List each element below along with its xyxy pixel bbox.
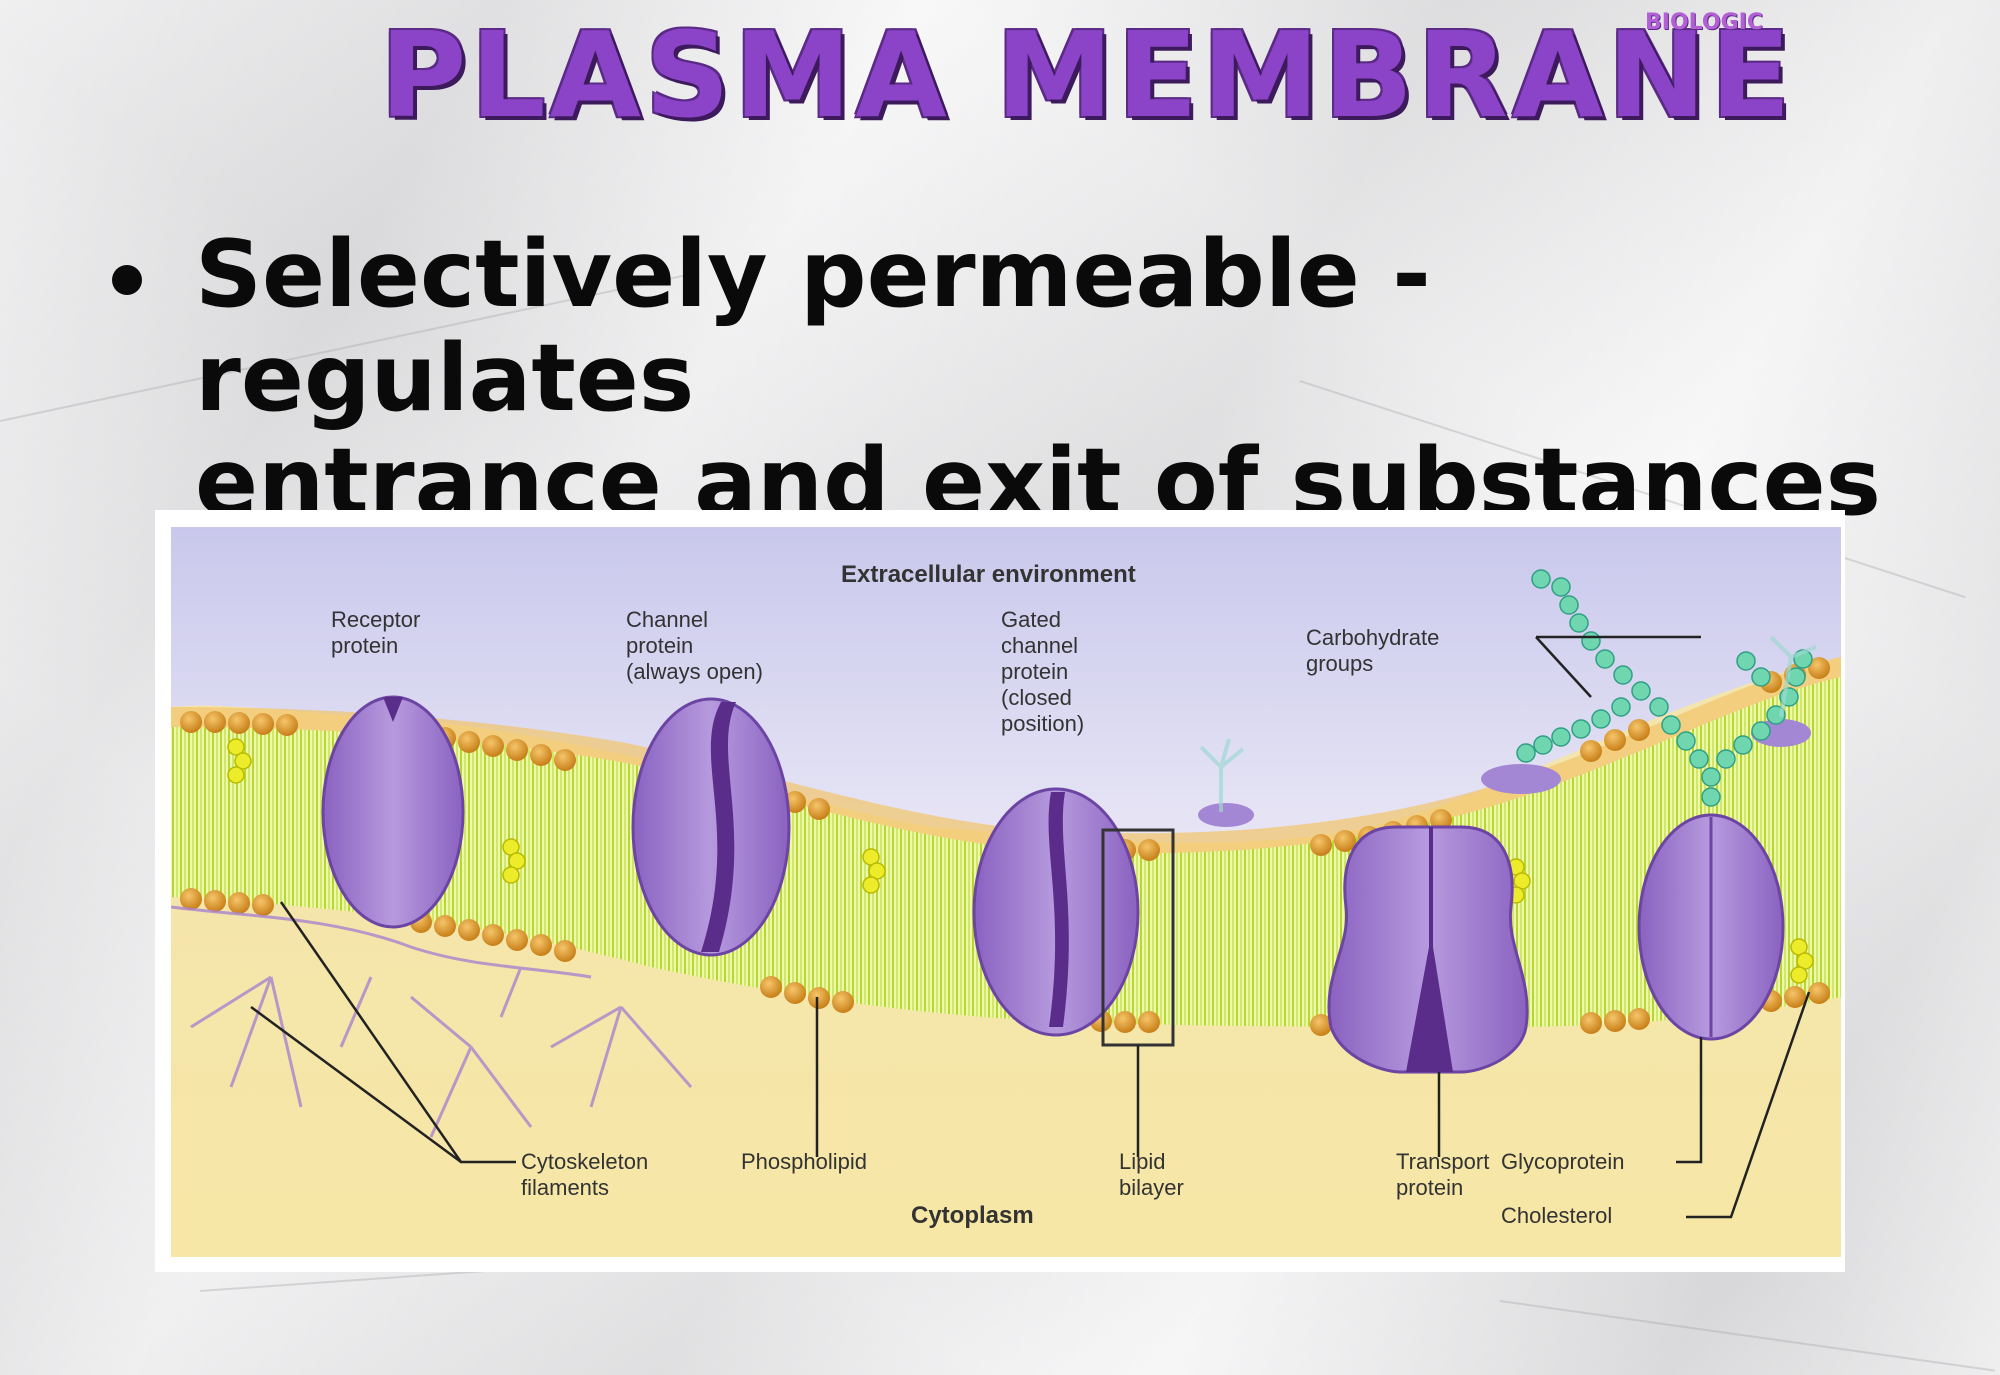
label-lipid-2: bilayer <box>1119 1175 1184 1200</box>
surface-protein-small <box>1198 803 1254 827</box>
brand-logo: BIOLOGIC <box>1645 10 1763 35</box>
membrane-diagram: Extracellular environment Receptor prote… <box>171 527 1841 1257</box>
transport-protein <box>1327 825 1529 1074</box>
label-channel-3: (always open) <box>626 659 763 684</box>
label-carb-1: Carbohydrate <box>1306 625 1439 650</box>
label-receptor-1: Receptor <box>331 607 420 632</box>
label-gated-3: protein <box>1001 659 1068 684</box>
label-channel-1: Channel <box>626 607 708 632</box>
label-channel-2: protein <box>626 633 693 658</box>
surface-protein-small <box>1481 764 1561 794</box>
label-receptor-2: protein <box>331 633 398 658</box>
receptor-protein <box>321 695 465 929</box>
bullet-icon <box>112 265 142 295</box>
label-gated-2: channel <box>1001 633 1078 658</box>
label-lipid-1: Lipid <box>1119 1149 1165 1174</box>
carbohydrate-faded <box>1199 635 1817 812</box>
label-transport-1: Transport <box>1396 1149 1489 1174</box>
receptor-binding-site <box>383 697 403 722</box>
carbohydrate-chains <box>1516 569 1813 807</box>
gated-channel-gate <box>1048 792 1069 1027</box>
label-cholesterol: Cholesterol <box>1501 1203 1612 1228</box>
page-title: PLASMA MEMBRANE <box>380 6 1795 144</box>
channel-pore <box>701 702 736 952</box>
transport-channel <box>1406 827 1453 1072</box>
label-gated-4: (closed <box>1001 685 1072 710</box>
bullet-line-1: Selectively permeable - regulates <box>195 220 1431 432</box>
label-glycoprotein: Glycoprotein <box>1501 1149 1625 1174</box>
label-gated-1: Gated <box>1001 607 1061 632</box>
phospholipid-heads-bottom <box>180 888 1830 1036</box>
label-cyto-2: filaments <box>521 1175 609 1200</box>
extracellular-region <box>171 527 1841 843</box>
cholesterol-molecules <box>227 738 1814 984</box>
label-gated-5: position) <box>1001 711 1084 736</box>
label-extracellular: Extracellular environment <box>841 561 1136 588</box>
label-cytoplasm: Cytoplasm <box>911 1202 1034 1229</box>
label-carb-2: groups <box>1306 651 1373 676</box>
bullet-point: Selectively permeable - regulates entran… <box>195 222 1955 534</box>
label-transport-2: protein <box>1396 1175 1463 1200</box>
label-cyto-1: Cytoskeleton <box>521 1149 648 1174</box>
channel-protein <box>631 697 791 957</box>
label-phospholipid: Phospholipid <box>741 1149 867 1174</box>
leader-lines <box>250 635 1811 1219</box>
